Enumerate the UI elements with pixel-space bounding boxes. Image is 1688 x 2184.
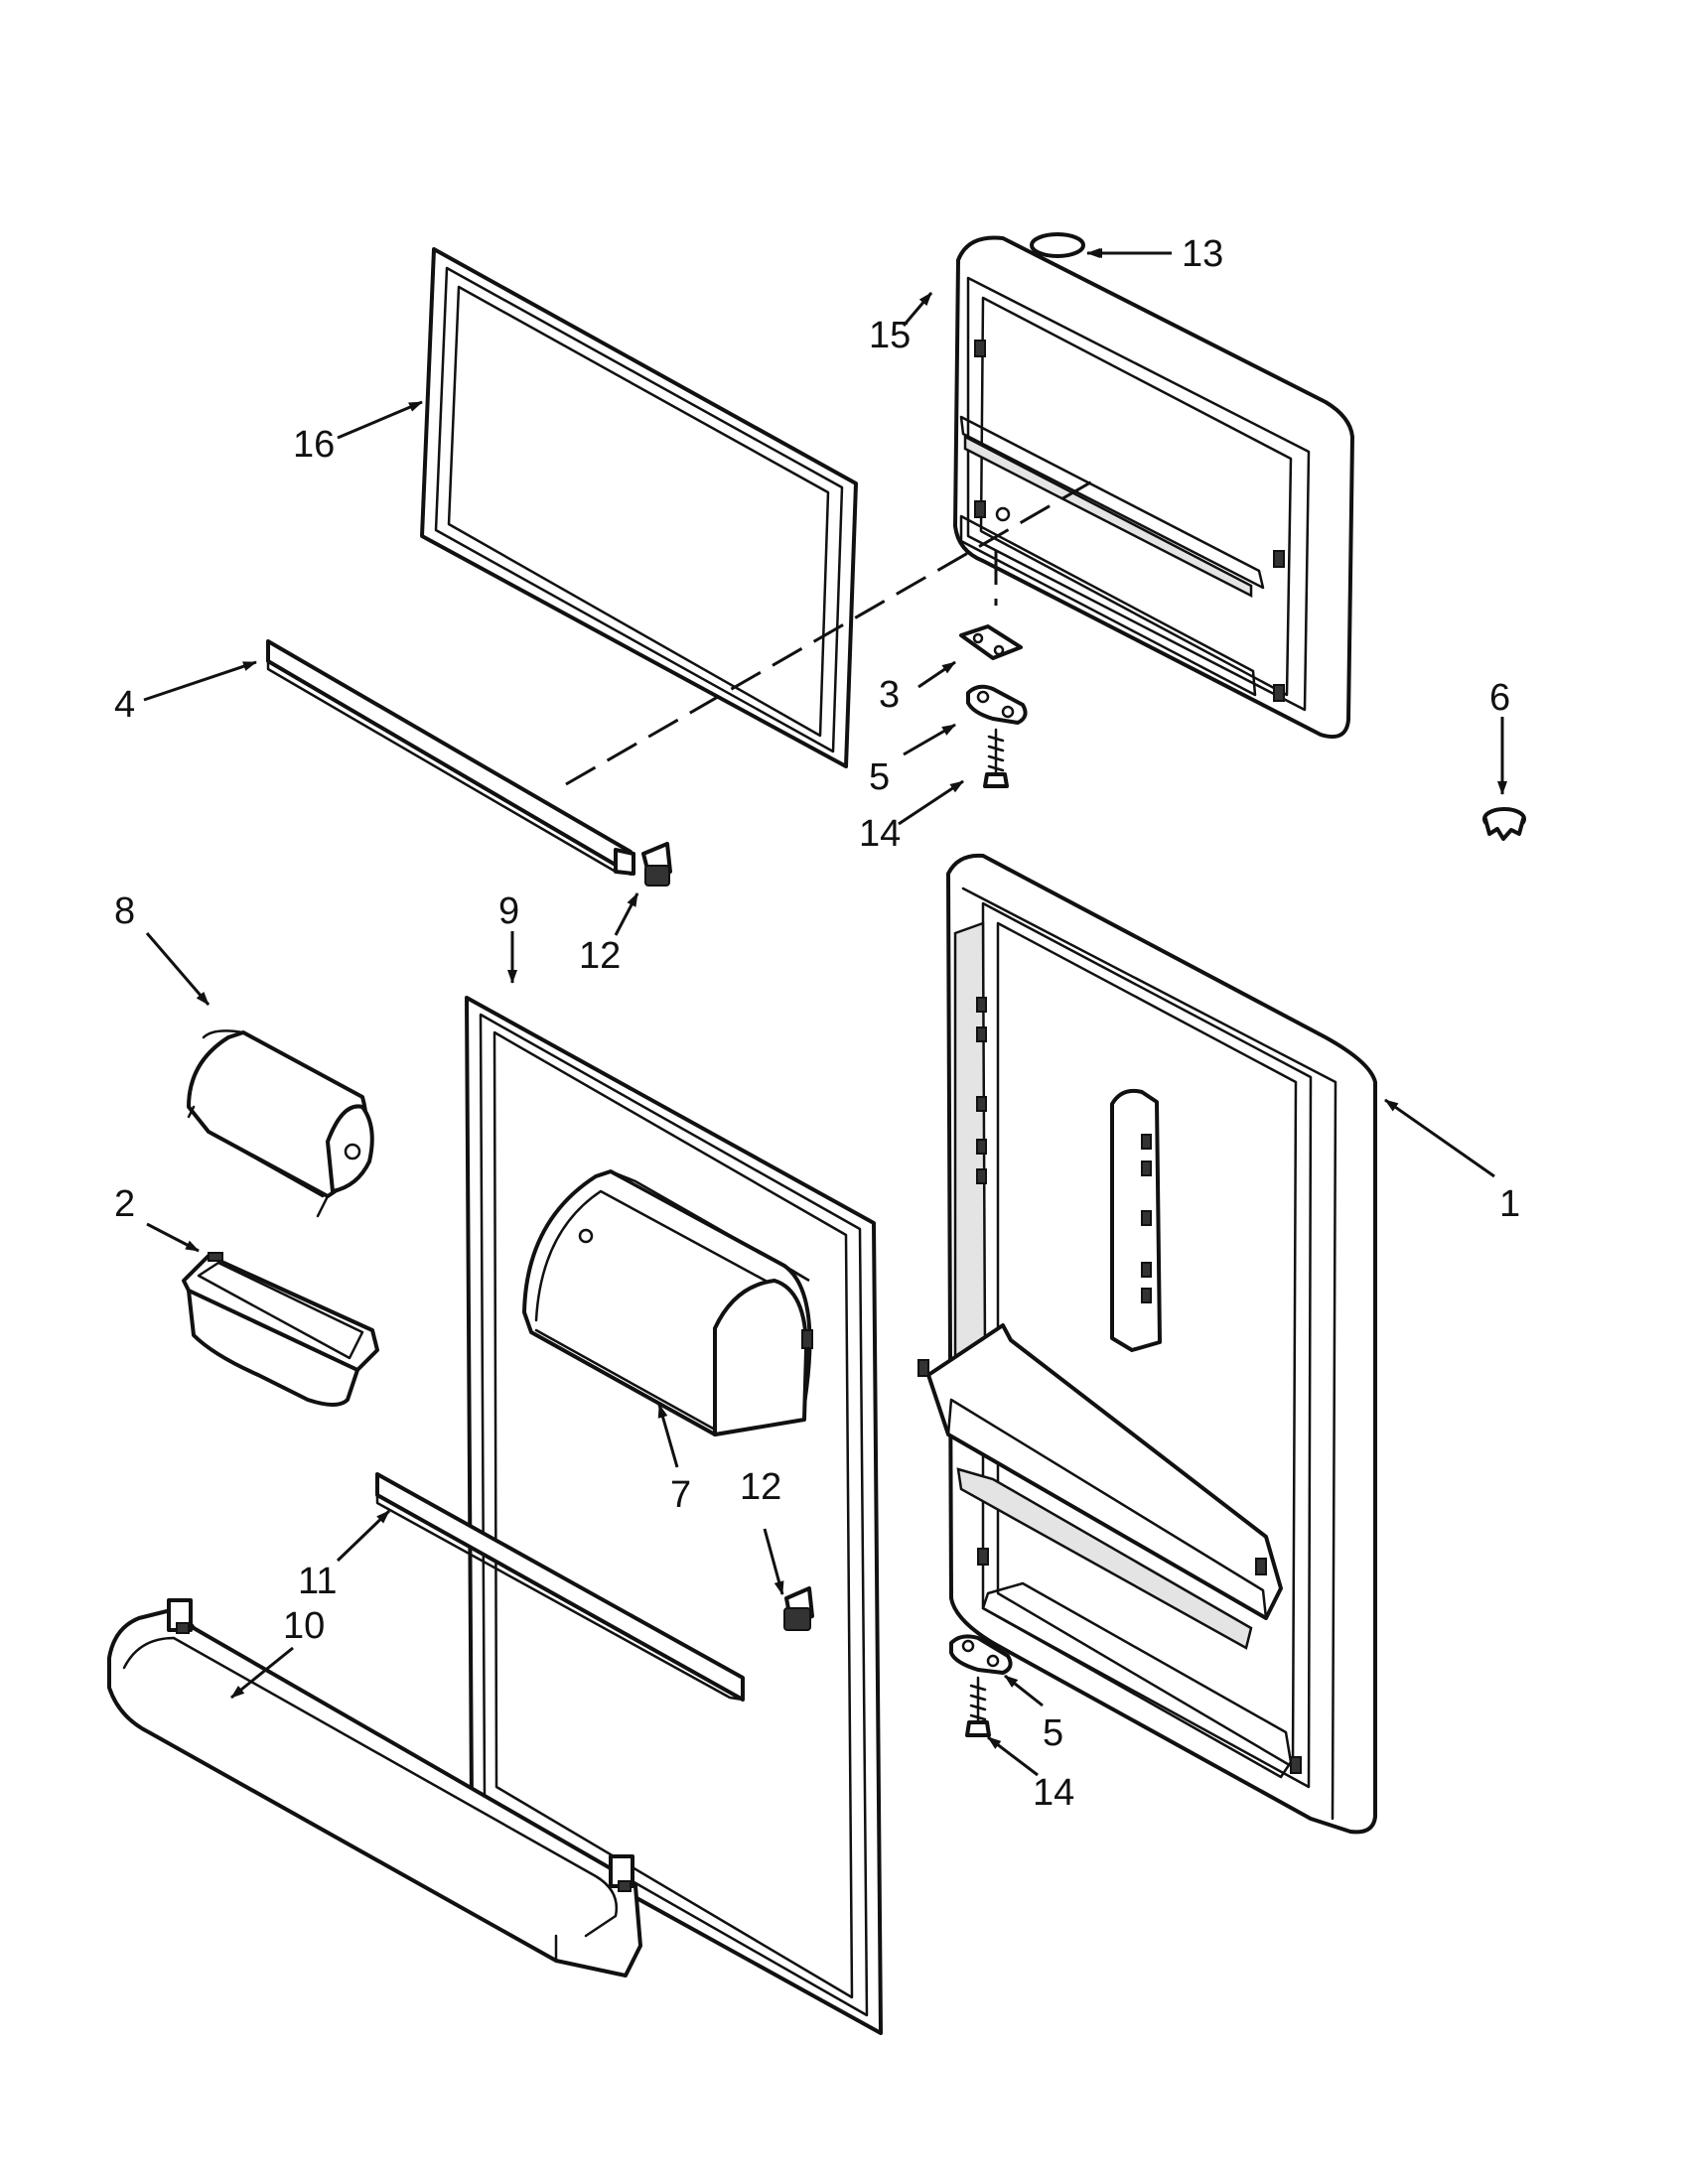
part-2-small-door-bin xyxy=(182,1252,379,1407)
callout-6: 6 xyxy=(1489,677,1510,719)
part-5-hinge-shim-lower xyxy=(949,1634,1013,1675)
callout-15: 15 xyxy=(869,315,911,356)
part-12-end-cap-lower xyxy=(783,1586,814,1631)
callout-7: 7 xyxy=(670,1474,691,1516)
callout-14-lower: 14 xyxy=(1033,1772,1074,1814)
callout-2: 2 xyxy=(114,1183,135,1225)
door-rail-notches xyxy=(976,997,987,1184)
part-3-upper-hinge xyxy=(959,624,1023,660)
callout-10: 10 xyxy=(283,1605,325,1647)
callout-leaders xyxy=(143,248,1507,1777)
part-4-door-trim-strip xyxy=(266,639,635,876)
part-1-refrigerator-door xyxy=(917,853,1377,1835)
callout-5-upper: 5 xyxy=(869,756,890,798)
part-5-hinge-shim-upper xyxy=(966,684,1028,725)
part-14-screw-lower xyxy=(965,1676,991,1737)
callout-12-lower: 12 xyxy=(740,1466,781,1508)
part-11-door-trim-strip xyxy=(375,1472,745,1702)
part-12-end-cap-upper xyxy=(641,842,672,887)
callout-8: 8 xyxy=(114,890,135,932)
callout-3: 3 xyxy=(879,674,900,716)
part-16-freezer-door-gasket xyxy=(420,247,858,768)
part-6-plug xyxy=(1482,807,1526,841)
callout-1: 1 xyxy=(1499,1183,1520,1225)
callout-5-lower: 5 xyxy=(1043,1712,1063,1754)
callout-13: 13 xyxy=(1182,233,1223,275)
part-14-screw-upper xyxy=(983,728,1009,788)
part-8-butter-compartment xyxy=(187,1029,374,1218)
callout-labels: 13 15 16 4 3 5 14 6 12 9 8 1 2 7 12 11 1… xyxy=(114,233,1520,1814)
callout-14-upper: 14 xyxy=(859,813,901,855)
callout-9: 9 xyxy=(498,890,519,932)
callout-16: 16 xyxy=(293,424,335,466)
center-rail-notches xyxy=(1141,1134,1152,1303)
part-15-freezer-door-liner xyxy=(953,232,1354,740)
part-7-dairy-bin xyxy=(522,1169,813,1436)
callout-4: 4 xyxy=(114,684,135,726)
callout-11: 11 xyxy=(298,1561,337,1602)
callout-12-upper: 12 xyxy=(579,935,621,977)
part-10-large-door-bin xyxy=(107,1598,642,1978)
assembly-dashed-lines xyxy=(565,479,1093,786)
part-13-door-button xyxy=(1030,232,1085,258)
